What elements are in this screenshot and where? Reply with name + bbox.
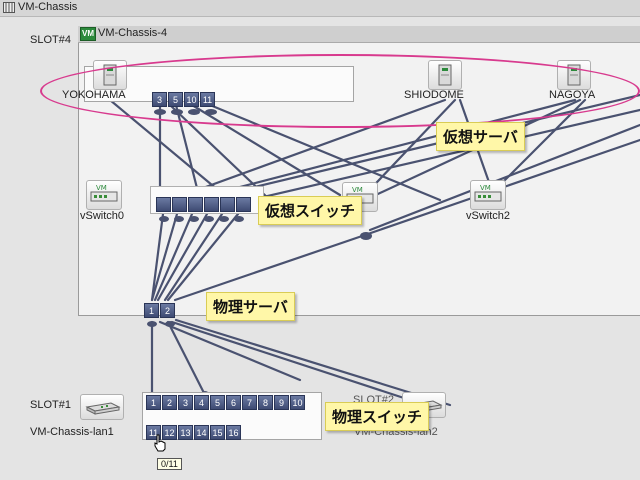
vm-chassis-title: VM-Chassis-4: [98, 27, 168, 39]
window-title-bar: VM-Chassis: [0, 0, 640, 17]
switch-label-lan1: VM-Chassis-lan1: [30, 426, 114, 438]
virtual-server-highlight: [40, 54, 640, 128]
switch-icon: [85, 402, 121, 415]
vswitch-port[interactable]: [156, 197, 171, 212]
callout-virtual-server: 仮想サーバ: [436, 122, 525, 151]
physical-server-port[interactable]: 1: [144, 303, 159, 318]
vswitch-icon: VM: [90, 184, 118, 202]
lan1-port[interactable]: 3: [178, 395, 193, 410]
vswitch-label-vswitch2: vSwitch2: [466, 210, 511, 222]
vswitch-port[interactable]: [204, 197, 219, 212]
vswitch-port[interactable]: [188, 197, 203, 212]
physical-server-port[interactable]: 2: [160, 303, 175, 318]
lan1-port[interactable]: 10: [290, 395, 305, 410]
lan1-port[interactable]: 15: [210, 425, 225, 440]
vswitch2-node[interactable]: VM: [470, 180, 506, 210]
svg-text:VM: VM: [96, 184, 107, 192]
vswitch-port[interactable]: [220, 197, 235, 212]
vswitch-port[interactable]: [236, 197, 251, 212]
svg-text:VM: VM: [352, 186, 363, 194]
vswitch0-node[interactable]: VM: [86, 180, 122, 210]
vswitch-icon: VM: [474, 184, 502, 202]
vswitch-port-row: [156, 197, 251, 212]
lan1-port[interactable]: 7: [242, 395, 257, 410]
lan1-port[interactable]: 16: [226, 425, 241, 440]
vm-badge: VM: [80, 27, 96, 41]
port-tooltip: 0/11: [157, 458, 182, 470]
lan1-port[interactable]: 12: [162, 425, 177, 440]
lan1-port-row-top: 1 2 3 4 5 6 7 8 9 10: [146, 395, 305, 410]
slot1-label: SLOT#1: [30, 399, 71, 411]
hand-cursor-icon: [154, 434, 166, 452]
vm-chassis-title-bar[interactable]: VM VM-Chassis-4: [78, 26, 640, 43]
vswitch-port[interactable]: [172, 197, 187, 212]
callout-physical-server: 物理サーバ: [206, 292, 295, 321]
lan1-switch-node[interactable]: [80, 394, 124, 420]
lan1-port[interactable]: 8: [258, 395, 273, 410]
lan1-port[interactable]: 14: [194, 425, 209, 440]
lan1-port[interactable]: 13: [178, 425, 193, 440]
lan1-port[interactable]: 9: [274, 395, 289, 410]
lan1-port-row-bottom: 11 12 13 14 15 16: [146, 425, 241, 440]
slot4-label: SLOT#4: [30, 34, 71, 46]
callout-physical-switch: 物理スイッチ: [325, 402, 430, 431]
lan1-port[interactable]: 1: [146, 395, 161, 410]
physical-server-port-row: 1 2: [144, 303, 175, 318]
callout-virtual-switch: 仮想スイッチ: [258, 196, 363, 225]
lan1-port[interactable]: 4: [194, 395, 209, 410]
lan1-port[interactable]: 6: [226, 395, 241, 410]
lan1-port[interactable]: 2: [162, 395, 177, 410]
window-title: VM-Chassis: [18, 1, 78, 13]
svg-text:VM: VM: [480, 184, 491, 192]
chassis-icon: [3, 2, 15, 13]
vswitch-label-vswitch0: vSwitch0: [80, 210, 125, 222]
lan1-port[interactable]: 5: [210, 395, 225, 410]
